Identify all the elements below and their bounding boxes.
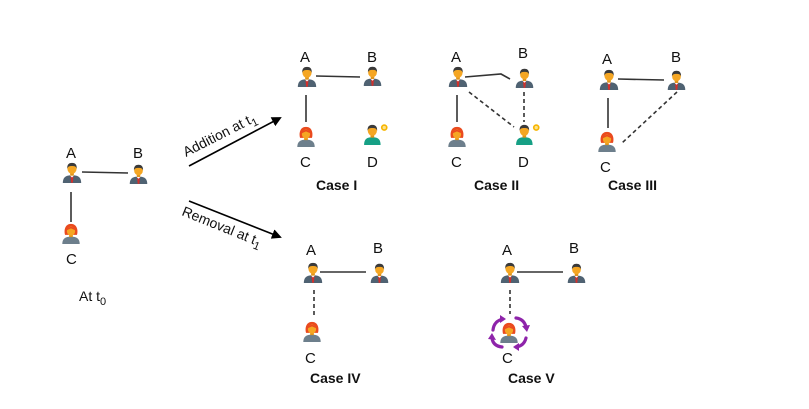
person-icon-c	[500, 322, 518, 343]
removal-label-subscript: 1	[251, 240, 261, 253]
edge-b-c	[621, 91, 678, 144]
person-icon-a	[448, 66, 468, 87]
node-label-c: C	[451, 154, 462, 171]
node-label-c: C	[300, 154, 311, 171]
case-title: Case II	[474, 177, 519, 193]
person-icon-a	[297, 66, 317, 87]
person-icon-c	[303, 321, 321, 342]
node-label-b: B	[373, 240, 383, 257]
removal-transition: Removal at t1	[178, 200, 282, 253]
edge-a-b	[617, 78, 665, 81]
edge-a-b	[315, 75, 361, 78]
addition-label: Addition at t1	[180, 109, 260, 163]
edge-a-b	[464, 73, 511, 80]
edge-a-b	[81, 171, 129, 174]
initial-graph: A B C At t0	[62, 145, 148, 308]
node-label-c: C	[66, 251, 77, 268]
person-icon-b	[567, 263, 586, 283]
person-icon-a	[500, 262, 520, 283]
addition-arrow	[188, 117, 282, 167]
person-icon-b	[667, 70, 686, 90]
case-1: A B C D Case I	[297, 49, 388, 193]
case-title: Case I	[316, 177, 357, 193]
case-title: Case IV	[310, 370, 361, 386]
cycle-arrows-icon	[488, 315, 530, 351]
removal-label: Removal at t1	[178, 203, 264, 253]
case-3: A B C Case III	[598, 49, 686, 193]
node-label-a: A	[66, 145, 76, 162]
node-label-d: D	[367, 154, 378, 171]
person-icon-c	[62, 223, 80, 244]
edge-a-d	[468, 91, 515, 128]
node-label-a: A	[300, 49, 310, 66]
cycle-arrowhead	[513, 343, 519, 351]
person-icon-c	[297, 126, 315, 147]
node-label-c: C	[600, 159, 611, 176]
case-title: Case V	[508, 370, 555, 386]
person-icon-b	[370, 263, 389, 283]
new-person-icon-d	[516, 124, 540, 145]
person-icon-a	[599, 69, 619, 90]
node-label-a: A	[451, 49, 461, 66]
case-5: A B C Case V	[488, 240, 586, 386]
node-label-a: A	[502, 242, 512, 259]
node-label-b: B	[518, 45, 528, 62]
person-icon-a	[303, 262, 323, 283]
case-2: A B C D Case II	[448, 45, 540, 193]
person-icon-b	[515, 68, 534, 88]
case-4: A B C Case IV	[303, 240, 389, 386]
time-caption-subscript: 0	[100, 296, 106, 308]
time-caption-text: At t	[79, 288, 100, 304]
person-icon-c	[448, 126, 466, 147]
node-label-b: B	[133, 145, 143, 162]
node-label-c: C	[305, 350, 316, 367]
person-icon-b	[363, 66, 382, 86]
node-label-a: A	[602, 51, 612, 68]
node-label-a: A	[306, 242, 316, 259]
cycle-arrow-top-right	[514, 316, 528, 329]
cycle-arrowhead	[488, 333, 496, 340]
node-label-c: C	[502, 350, 513, 367]
node-label-b: B	[367, 49, 377, 66]
removal-label-text: Removal at t	[180, 203, 259, 247]
person-icon-c	[598, 131, 616, 152]
cycle-arrowhead	[522, 325, 530, 332]
person-icon-b	[129, 164, 148, 184]
person-icon-a	[62, 162, 82, 183]
node-label-b: B	[671, 49, 681, 66]
addition-label-text: Addition at t	[180, 112, 253, 160]
new-person-icon-d	[364, 124, 388, 145]
addition-transition: Addition at t1	[180, 109, 282, 167]
time-caption: At t0	[79, 288, 106, 308]
addition-label-subscript: 1	[250, 116, 261, 129]
node-label-b: B	[569, 240, 579, 257]
removal-arrow	[188, 200, 282, 239]
cycle-arrowhead	[500, 315, 506, 323]
case-title: Case III	[608, 177, 657, 193]
node-label-d: D	[518, 154, 529, 171]
